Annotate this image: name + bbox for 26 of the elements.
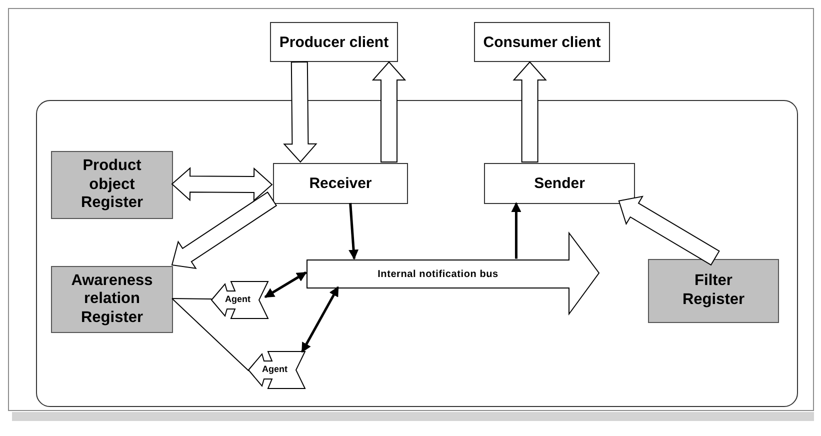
arrow [301,286,340,353]
block-arrow [618,196,720,266]
process-box: Sender [484,163,635,204]
arrow [348,202,359,260]
bus-arrow-shape [307,233,599,314]
process-box: Receiver [273,163,408,204]
bus-label: Internal notification bus [376,268,500,282]
process-box: Consumer client [474,22,610,62]
agent-shape [211,281,269,319]
connector-line [172,298,250,372]
agent-shape [248,351,306,389]
agent-label: Agent [225,294,250,304]
agent-label: Agent [262,364,288,374]
arrow [264,271,307,298]
system-boundary [36,100,798,407]
block-arrow [512,61,547,162]
block-arrow [283,61,318,163]
block-arrow [171,166,273,202]
arrow [511,202,522,259]
register-box: Awareness relation Register [51,266,173,333]
connector-line [172,298,212,300]
register-box: Filter Register [648,259,779,323]
block-arrow [372,61,406,162]
process-box: Producer client [270,22,398,62]
register-box: Product object Register [51,151,173,219]
block-arrow [171,192,278,270]
